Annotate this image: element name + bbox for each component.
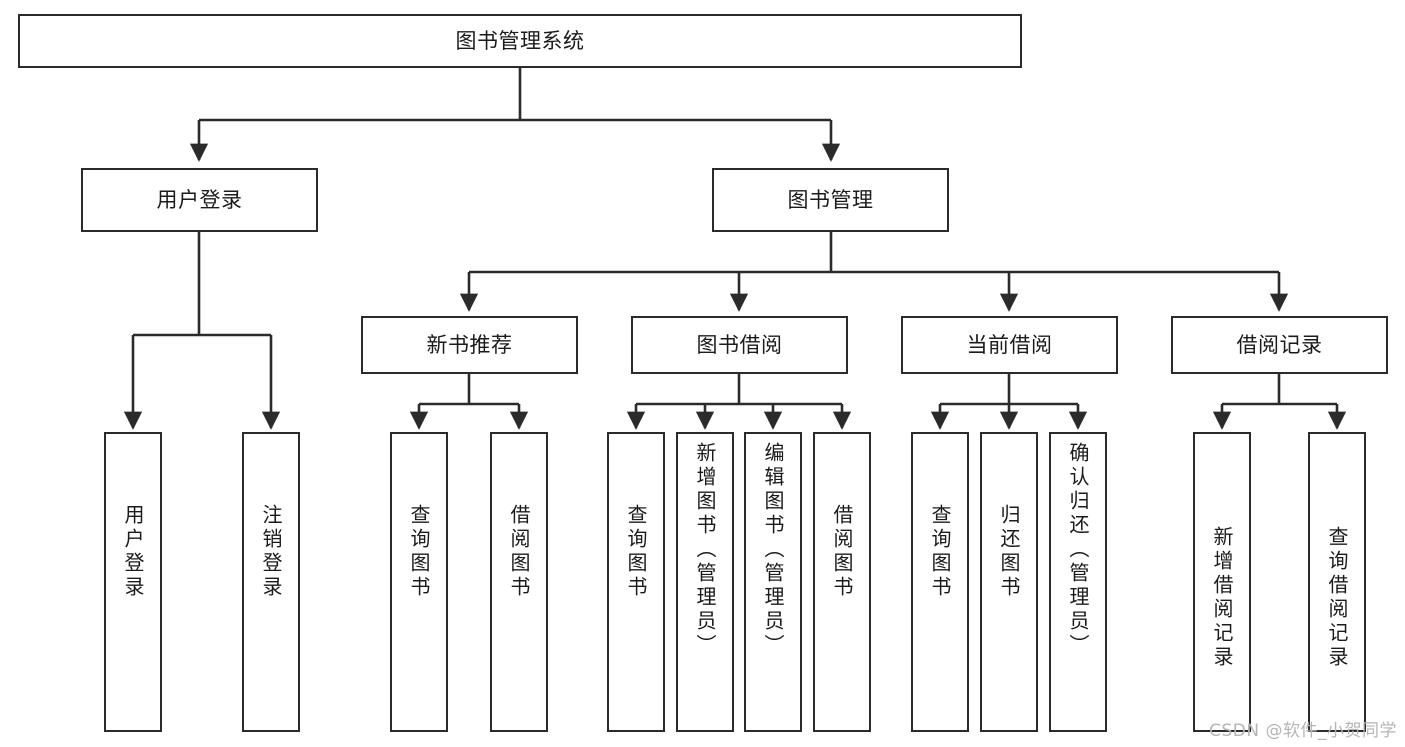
leaf-query-book-3[interactable]: 查询图书 (911, 432, 969, 732)
node-book-borrow[interactable]: 图书借阅 (631, 316, 848, 374)
node-root[interactable]: 图书管理系统 (18, 14, 1022, 68)
watermark: CSDN @软件_小贺同学 (1209, 721, 1397, 741)
node-root-label: 图书管理系统 (455, 28, 585, 53)
leaf-add-book-label: 新增图书（管理员） (693, 442, 717, 658)
leaf-confirm-return-label: 确认归还（管理员） (1066, 442, 1090, 658)
node-book-borrow-label: 图书借阅 (696, 332, 783, 357)
leaf-borrow-book-1[interactable]: 借阅图书 (490, 432, 548, 732)
leaf-borrow-book-2[interactable]: 借阅图书 (813, 432, 871, 732)
leaf-query-record-label: 查询借阅记录 (1325, 526, 1349, 670)
node-current-borrow[interactable]: 当前借阅 (901, 316, 1118, 374)
node-new-book-recommend[interactable]: 新书推荐 (361, 316, 578, 374)
node-user-login[interactable]: 用户登录 (81, 168, 318, 232)
leaf-add-record[interactable]: 新增借阅记录 (1193, 432, 1251, 732)
leaf-query-book-1-label: 查询图书 (407, 504, 431, 600)
leaf-edit-book-label: 编辑图书（管理员） (761, 442, 785, 658)
leaf-user-login[interactable]: 用户登录 (104, 432, 162, 732)
leaf-logout-login-label: 注销登录 (259, 504, 283, 600)
node-book-manage[interactable]: 图书管理 (712, 168, 949, 232)
leaf-borrow-book-1-label: 借阅图书 (507, 504, 531, 600)
leaf-edit-book[interactable]: 编辑图书（管理员） (744, 432, 802, 732)
leaf-return-book-label: 归还图书 (997, 504, 1021, 600)
leaf-borrow-book-2-label: 借阅图书 (830, 504, 854, 600)
leaf-confirm-return[interactable]: 确认归还（管理员） (1049, 432, 1107, 732)
node-user-login-label: 用户登录 (156, 187, 243, 212)
leaf-query-record[interactable]: 查询借阅记录 (1308, 432, 1366, 732)
node-current-borrow-label: 当前借阅 (966, 332, 1053, 357)
node-new-book-recommend-label: 新书推荐 (426, 332, 513, 357)
leaf-query-book-3-label: 查询图书 (928, 504, 952, 600)
leaf-user-login-label: 用户登录 (121, 504, 145, 600)
leaf-logout-login[interactable]: 注销登录 (242, 432, 300, 732)
leaf-add-book[interactable]: 新增图书（管理员） (676, 432, 734, 732)
node-borrow-record-label: 借阅记录 (1236, 332, 1323, 357)
leaf-return-book[interactable]: 归还图书 (980, 432, 1038, 732)
leaf-query-book-2[interactable]: 查询图书 (607, 432, 665, 732)
node-borrow-record[interactable]: 借阅记录 (1171, 316, 1388, 374)
node-book-manage-label: 图书管理 (787, 187, 874, 212)
leaf-query-book-2-label: 查询图书 (624, 504, 648, 600)
leaf-add-record-label: 新增借阅记录 (1210, 526, 1234, 670)
leaf-query-book-1[interactable]: 查询图书 (390, 432, 448, 732)
